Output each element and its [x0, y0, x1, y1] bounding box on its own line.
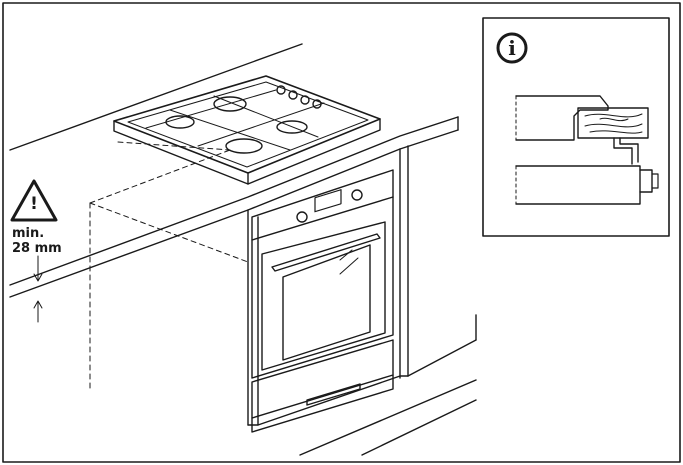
oven: [251, 169, 394, 379]
cabinet: [247, 145, 477, 456]
clearance-label-value: 28 mm: [12, 241, 62, 256]
info-circle-icon: [496, 32, 528, 64]
countertop: [9, 116, 459, 298]
warning-exclamation: !: [30, 194, 38, 214]
gas-hob: [113, 75, 381, 185]
drawer: [251, 339, 394, 433]
clearance-dimension: [33, 255, 43, 323]
cutout-dashed-outline: [89, 141, 249, 389]
warning-triangle-icon: [10, 179, 58, 222]
info-letter: i: [508, 36, 516, 60]
clearance-label-min: min.: [12, 226, 45, 241]
back-wall-line: [9, 43, 303, 151]
info-inset-panel: [482, 17, 670, 237]
